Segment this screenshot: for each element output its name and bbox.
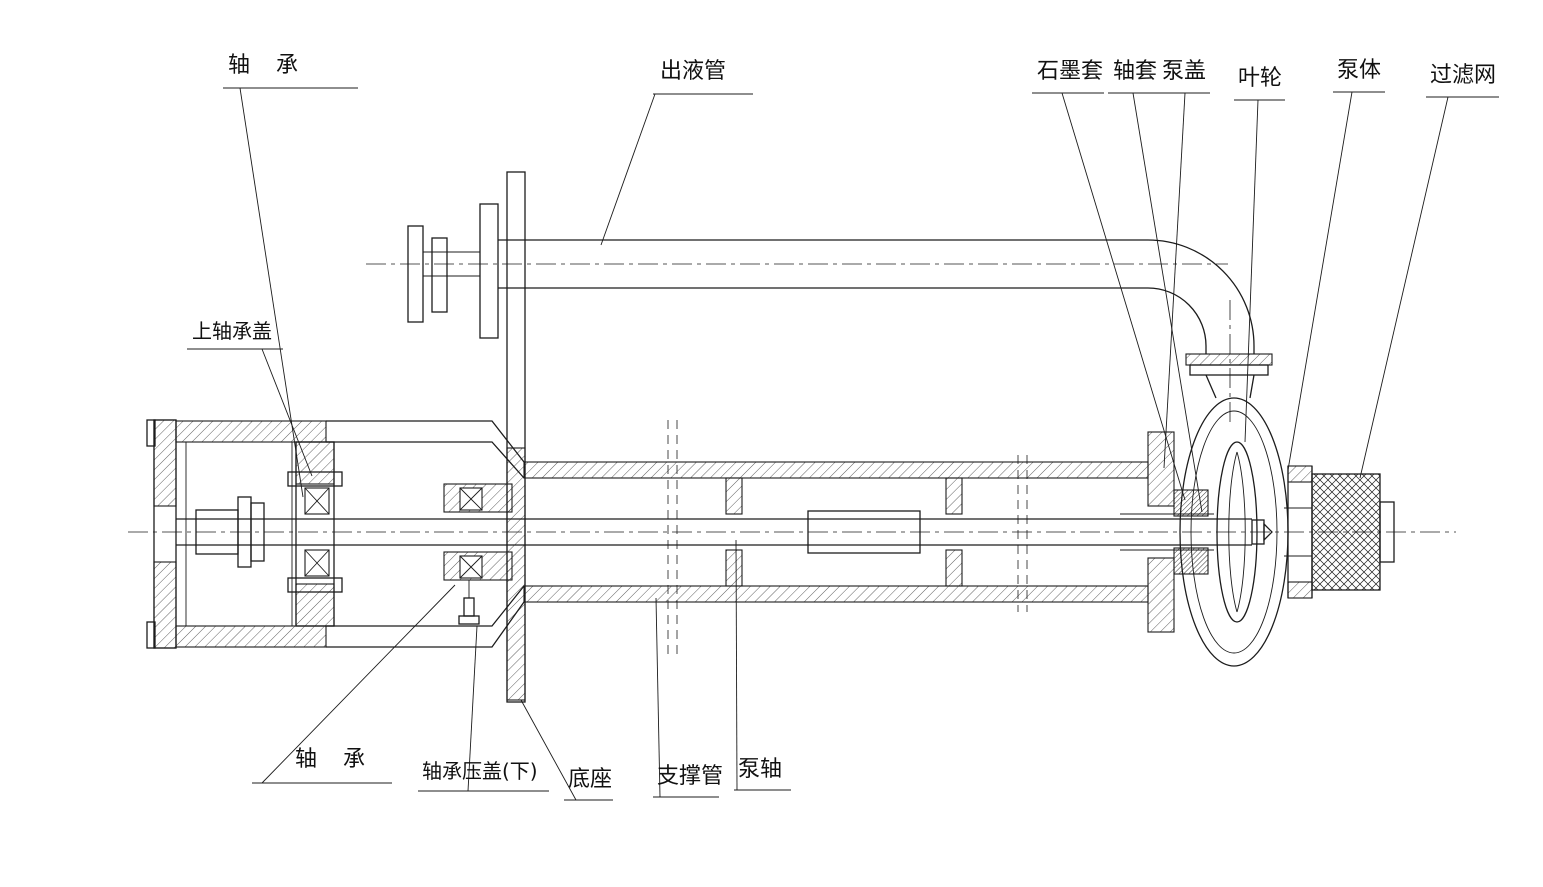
frame-bottom-inner <box>326 585 525 627</box>
flange-lip <box>146 419 156 447</box>
shaft-spider-support <box>945 477 963 515</box>
middle-frame <box>326 420 525 648</box>
elbow-counter-flange <box>1189 364 1269 376</box>
label-base: 底座 <box>568 767 612 792</box>
pump-head <box>1120 397 1313 667</box>
label-bearing-bottom: 轴承 <box>295 747 391 772</box>
lower-bearing-assembly <box>443 483 513 625</box>
left-support-stool <box>146 419 343 649</box>
frame-bottom-outer <box>326 601 525 648</box>
label-support-pipe: 支撑管 <box>657 764 723 789</box>
stool-bottom-rail <box>175 625 327 648</box>
bearing-cross-mark <box>459 487 483 511</box>
label-pump-cover: 泵盖 <box>1162 59 1206 84</box>
label-filter-screen: 过滤网 <box>1430 63 1496 88</box>
leader-pump-body <box>1287 91 1353 471</box>
pump-cover-part <box>1147 431 1175 507</box>
shaft-tip <box>1263 522 1273 542</box>
impeller-blade <box>1236 451 1246 613</box>
bearing-column-section <box>295 441 335 485</box>
shaft-spider-support <box>725 477 743 515</box>
shaft-spider-support <box>945 549 963 587</box>
frame-top-inner <box>326 441 525 479</box>
leader-impeller <box>1244 99 1259 443</box>
suction-flange-section <box>1287 465 1313 483</box>
discharge-pipe-part <box>407 203 1273 399</box>
centerlines <box>128 263 1456 655</box>
impeller-blade <box>1228 451 1238 613</box>
bearing-cross-mark <box>304 549 330 577</box>
label-graphite-sleeve: 石墨套 <box>1037 59 1103 84</box>
impeller-shroud <box>1216 441 1258 623</box>
flange-lip <box>146 621 156 649</box>
motor-flange-section <box>153 561 177 649</box>
leader-pump-shaft <box>735 539 738 791</box>
upper-bearing-cover-part <box>287 471 343 487</box>
graphite-sleeve-part <box>1173 489 1209 517</box>
elbow-flange <box>1185 353 1273 366</box>
graphite-sleeve-part <box>1173 547 1209 575</box>
suction-flange-section <box>1287 581 1313 599</box>
gland-bolt <box>463 597 475 617</box>
pump-shaft-part <box>176 496 1273 568</box>
label-impeller: 叶轮 <box>1238 66 1282 91</box>
lower-bearing-cover-part <box>287 577 343 593</box>
support-pipe-bottom-wall <box>523 585 1149 603</box>
elbow-inner-arc <box>1147 287 1207 354</box>
filter-end-cap <box>1379 501 1395 563</box>
leader-pump-cover <box>1163 92 1186 469</box>
pipe-flange-plate <box>407 225 424 323</box>
volute-casing-inner <box>1190 410 1278 654</box>
pipe-flange-plate <box>431 237 448 313</box>
label-bearing-top: 轴承 <box>228 53 324 78</box>
suction-throat <box>1284 507 1312 557</box>
leader-graphite-sleeve <box>1061 92 1186 501</box>
base-part <box>506 171 526 703</box>
leader-bearing-top <box>239 87 304 498</box>
motor-flange-section <box>153 419 177 507</box>
label-upper-bearing-cover: 上轴承盖 <box>192 319 272 343</box>
leader-shaft-sleeve <box>1132 92 1203 513</box>
filter-screen-part <box>1311 473 1395 591</box>
support-pipe-part <box>523 461 1149 603</box>
leader-base <box>520 699 577 801</box>
bearing-column-section <box>295 583 335 627</box>
bearing-cross-mark <box>304 487 330 515</box>
leader-bearing-gland-lower <box>467 625 478 792</box>
label-bearing-gland-lower: 轴承压盖(下) <box>422 759 538 783</box>
label-pump-body: 泵体 <box>1337 58 1381 83</box>
elbow-outer-arc <box>1147 239 1255 354</box>
leader-filter-screen <box>1359 96 1449 479</box>
leader-upper-bearing-cover <box>261 348 313 477</box>
support-pipe-top-wall <box>523 461 1149 479</box>
gland-bolt-head <box>458 615 480 625</box>
label-shaft-sleeve: 轴套 <box>1113 59 1157 84</box>
bearing-cross-mark <box>459 555 483 579</box>
stool-top-rail <box>175 420 327 443</box>
leader-support-pipe <box>655 597 661 798</box>
mid-shaft-sleeve <box>807 510 921 554</box>
label-pump-shaft: 泵轴 <box>738 757 782 782</box>
shaft-sleeve-part <box>1120 513 1214 551</box>
pump-cover-part <box>1147 557 1175 633</box>
filter-mesh-body <box>1311 473 1381 591</box>
base-column-plate <box>506 171 526 703</box>
pipe-flange-plate <box>479 203 499 339</box>
flange-stub-lines <box>423 251 480 277</box>
shaft-spider-support <box>725 549 743 587</box>
label-discharge-pipe: 出液管 <box>660 59 726 84</box>
leader-bearing-bottom <box>261 584 456 784</box>
annotations: 轴承 上轴承盖 出液管 石墨套 轴套 泵盖 叶轮 泵体 过滤网 <box>187 53 1499 801</box>
leader-discharge-pipe <box>600 93 656 246</box>
reducer-lines <box>1205 374 1255 399</box>
coupling-disc <box>250 502 265 562</box>
